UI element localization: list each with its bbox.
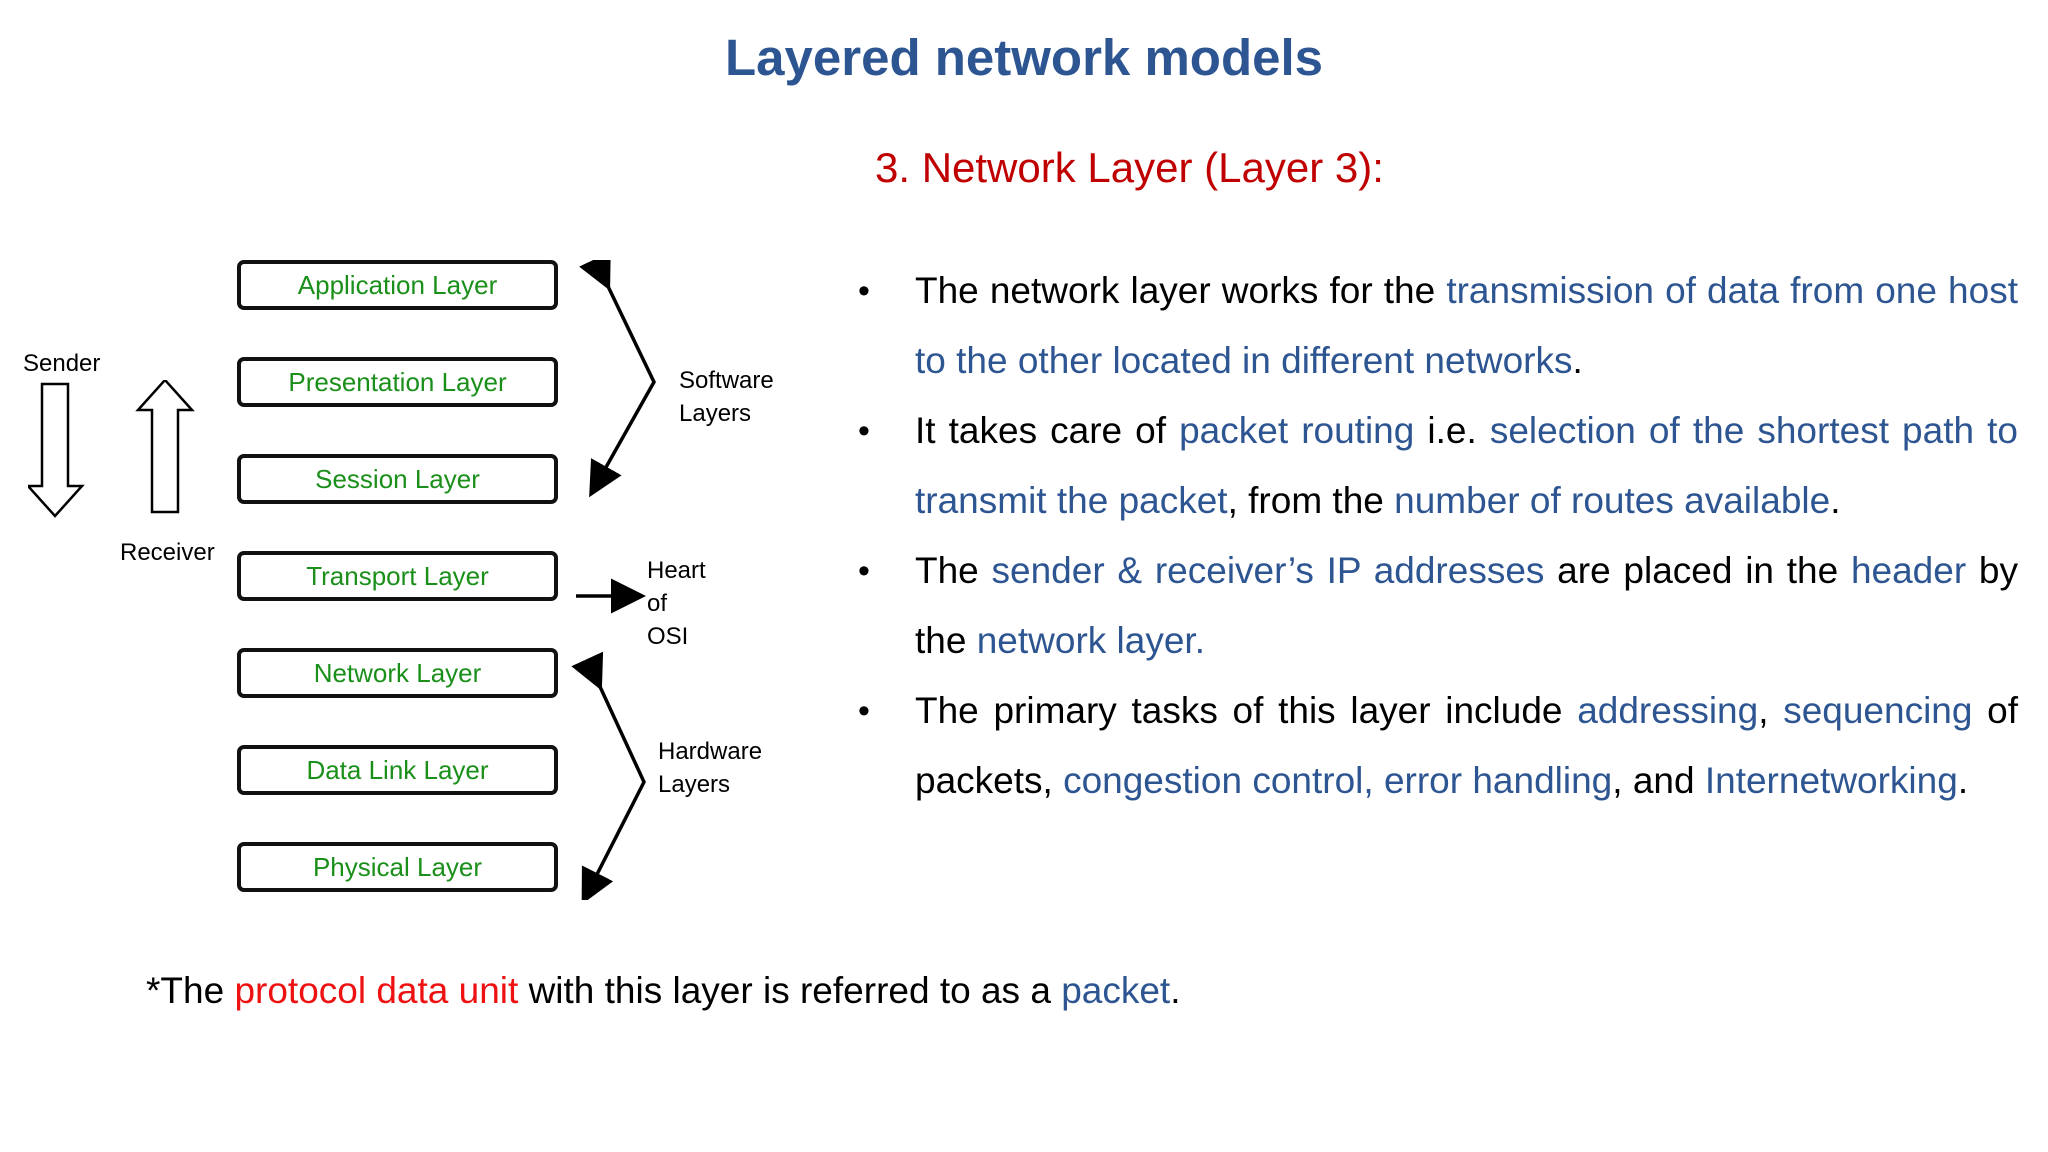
highlighted-text: congestion control, <box>1063 760 1374 801</box>
highlighted-text: header <box>1850 550 1967 591</box>
application-layer-box: Application Layer <box>237 260 558 310</box>
highlighted-text: sender & receiver’s IP addresses <box>991 550 1545 591</box>
body-text: , from the <box>1227 480 1395 521</box>
hardware-bracket-arrow-icon <box>571 651 646 900</box>
footnote: *The protocol data unit with this layer … <box>146 970 1181 1011</box>
body-text: . <box>1572 340 1583 381</box>
receiver-up-arrow-icon <box>135 380 195 514</box>
sender-label: Sender <box>23 350 101 377</box>
highlighted-text: number of routes available <box>1394 480 1831 521</box>
body-text: The network layer works for the <box>915 270 1447 311</box>
body-text: by the <box>915 550 2019 661</box>
bullet-item: • It takes care of packet routing i.e. se… <box>858 396 2018 536</box>
heart-of-osi-label: Heart of OSI <box>647 557 706 650</box>
network-layer-box: Network Layer <box>237 648 558 698</box>
highlighted-text: Internetworking <box>1704 760 1958 801</box>
physical-layer-box: Physical Layer <box>237 842 558 892</box>
body-text <box>1374 760 1384 801</box>
sender-receiver-arrows <box>28 380 195 518</box>
session-layer-box: Session Layer <box>237 454 558 504</box>
transport-layer-box: Transport Layer <box>237 551 558 601</box>
page-title: Layered network models <box>724 29 1324 86</box>
bullet-item: • The sender & receiver’s IP addresses ar… <box>858 536 2018 676</box>
bullet-dot-icon: • <box>858 412 870 450</box>
body-text: of packets, <box>915 690 2019 801</box>
highlighted-text: sequencing <box>1783 690 1973 731</box>
bracket-arrows <box>571 260 656 900</box>
body-text: i.e. <box>1414 410 1490 451</box>
highlighted-text: error handling <box>1383 760 1613 801</box>
bullet-item: • The network layer works for the transmi… <box>858 256 2018 396</box>
bullet-item: • The primary tasks of this layer include… <box>858 676 2018 816</box>
body-text: are placed in the <box>1544 550 1851 591</box>
packet-term: packet <box>1061 970 1171 1011</box>
hardware-layers-label: Hardware Layers <box>658 738 763 798</box>
bullet-dot-icon: • <box>858 552 870 590</box>
body-text: . <box>1830 480 1841 521</box>
software-bracket-arrow-icon <box>579 260 656 498</box>
highlighted-text: network layer. <box>976 620 1205 661</box>
bullet-dot-icon: • <box>858 692 870 730</box>
highlighted-text: transmission of data from one host to th… <box>915 270 2018 381</box>
bullet-dot-icon: • <box>858 272 870 310</box>
body-text: It takes care of <box>915 410 1180 451</box>
software-layers-label: Software Layers <box>679 367 774 427</box>
receiver-label: Receiver <box>120 539 215 566</box>
section-subtitle: 3. Network Layer (Layer 3): <box>875 144 1384 191</box>
body-text: , and <box>1612 760 1705 801</box>
highlighted-text: addressing <box>1577 690 1759 731</box>
body-text: The primary tasks of this layer include <box>915 690 1578 731</box>
highlighted-text: packet routing <box>1179 410 1415 451</box>
pdu-term: protocol data unit <box>234 970 519 1011</box>
presentation-layer-box: Presentation Layer <box>237 357 558 407</box>
body-text: The <box>915 550 992 591</box>
bullet-list: • The network layer works for the transmi… <box>858 256 2018 816</box>
body-text: . <box>1957 760 1969 801</box>
data-link-layer-box: Data Link Layer <box>237 745 558 795</box>
body-text: , <box>1758 690 1784 731</box>
highlighted-text: selection of the shortest path to transm… <box>915 410 2018 521</box>
sender-down-arrow-icon <box>28 382 85 518</box>
